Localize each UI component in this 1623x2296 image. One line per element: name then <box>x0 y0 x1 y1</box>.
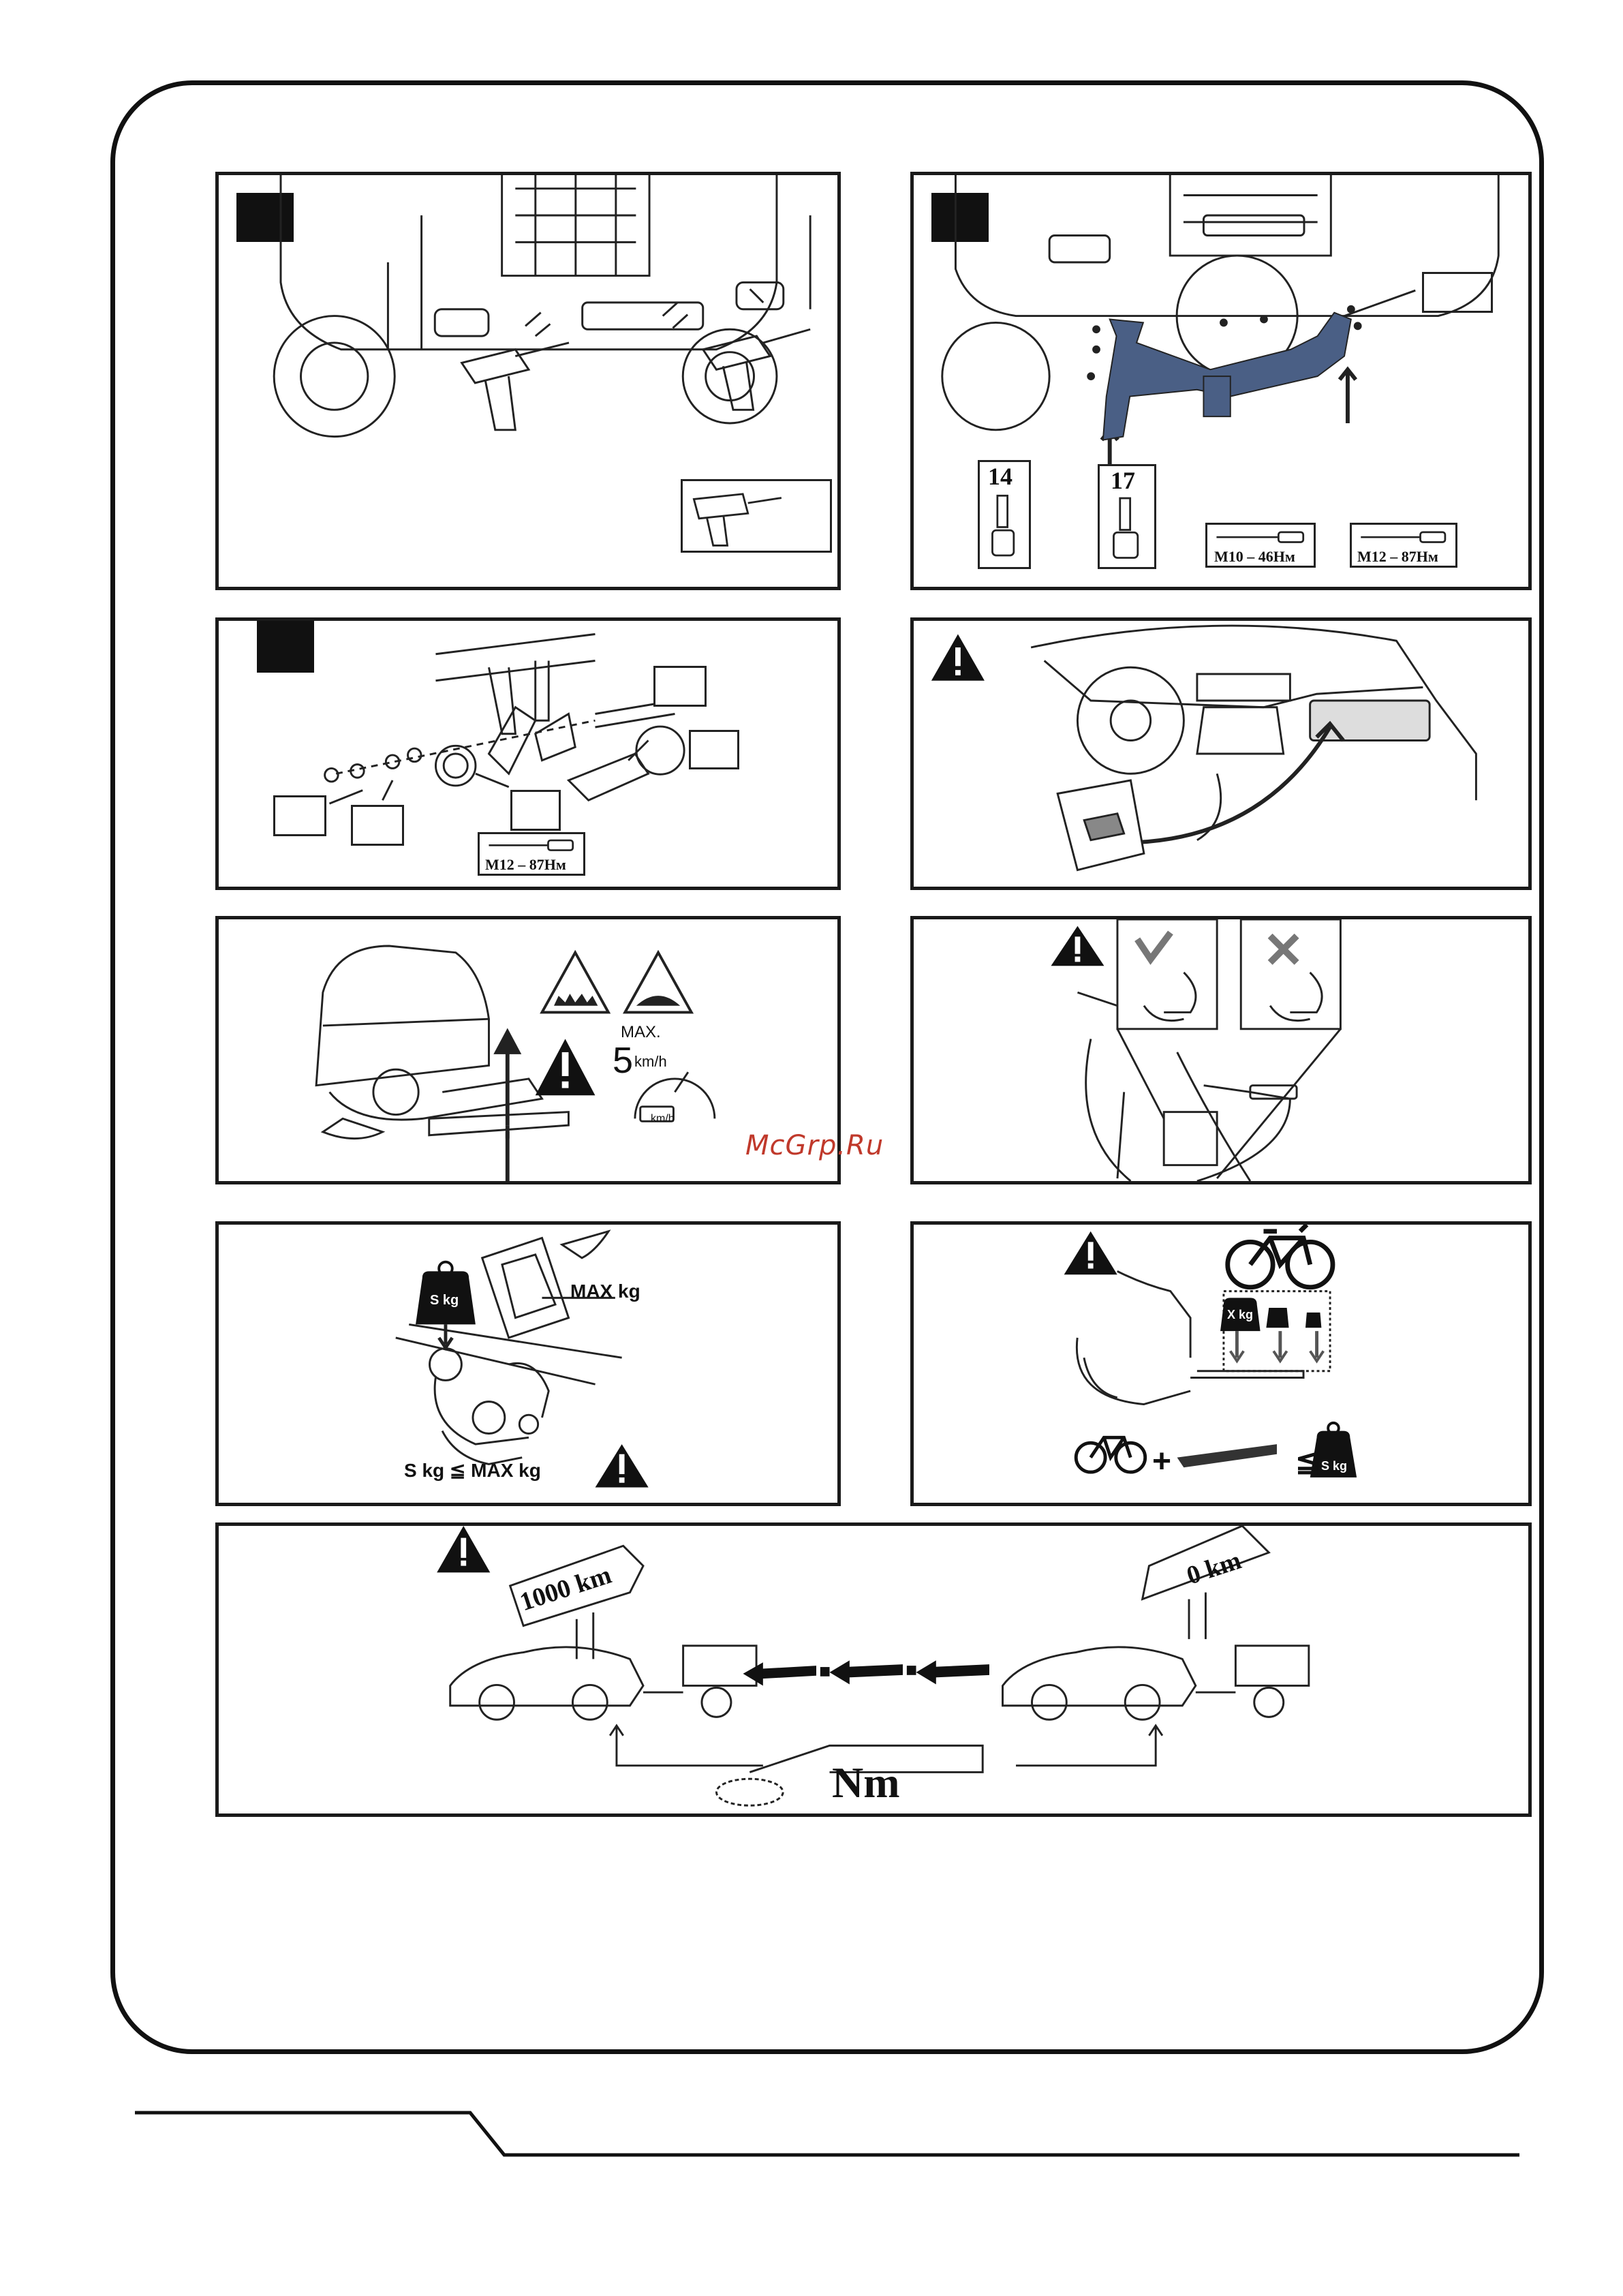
callout-box-washer-1 <box>273 795 326 836</box>
drill-legend-box <box>681 479 832 553</box>
car-bike-carrier-illustration <box>219 919 837 1181</box>
max-speed-unit: km/h <box>634 1053 667 1071</box>
panel-load-check: S kg MAX kg S kg ≦ MAX kg <box>215 1221 841 1506</box>
callout-box-ball <box>689 730 739 769</box>
callout-box-bolts <box>653 666 707 707</box>
wrench-14-card: 14 <box>978 460 1031 569</box>
callout-box-flange <box>510 790 561 831</box>
torque-card-m12: M12 – 87Нм <box>1350 523 1457 568</box>
torque-m12-label: M12 – 87Нм <box>485 856 566 874</box>
torque-card-m10: M10 – 46Нм <box>1205 523 1316 568</box>
max-kg-label: MAX kg <box>570 1281 640 1302</box>
torque-card-m12: M12 – 87Нм <box>478 832 585 876</box>
x-kg-label: X kg <box>1227 1308 1253 1322</box>
less-equal-sign: ≦ <box>1295 1444 1320 1479</box>
plus-sign: + <box>1152 1443 1171 1480</box>
callout-box-washer-2 <box>351 805 404 846</box>
panel-drill-holes <box>215 172 841 590</box>
gauge-unit: km/h <box>651 1113 675 1125</box>
dashboard-illustration <box>914 621 1528 887</box>
panel-mount-towball: M12 – 87Нм <box>215 617 841 890</box>
torque-m10-label: M10 – 46Нм <box>1214 548 1295 566</box>
watermark-text: McGrp.Ru <box>745 1130 884 1161</box>
panel-store-manual <box>910 617 1532 890</box>
panel-mount-crossbar: 14 17 M10 – 46Нм M12 – 87Нм <box>910 172 1532 590</box>
max-speed-value: 5 <box>613 1039 633 1082</box>
s-kg-label: S kg <box>1321 1459 1347 1473</box>
torque-m12-label: M12 – 87Нм <box>1357 548 1438 566</box>
socket-check-illustration <box>914 919 1528 1181</box>
panel-retorque-trailer: 1000 km 0 km Nm <box>215 1522 1532 1817</box>
footer-rule <box>0 2099 1623 2208</box>
panel-bike-load: X kg + ≦ S kg <box>910 1221 1532 1506</box>
load-formula: S kg ≦ MAX kg <box>404 1459 541 1482</box>
s-kg-weight-label: S kg <box>430 1293 459 1308</box>
wrench-17-card: 17 <box>1098 464 1156 569</box>
torque-nm-label: Nm <box>832 1758 900 1808</box>
bike-load-illustration <box>914 1225 1528 1503</box>
panel-socket-check <box>910 916 1532 1184</box>
